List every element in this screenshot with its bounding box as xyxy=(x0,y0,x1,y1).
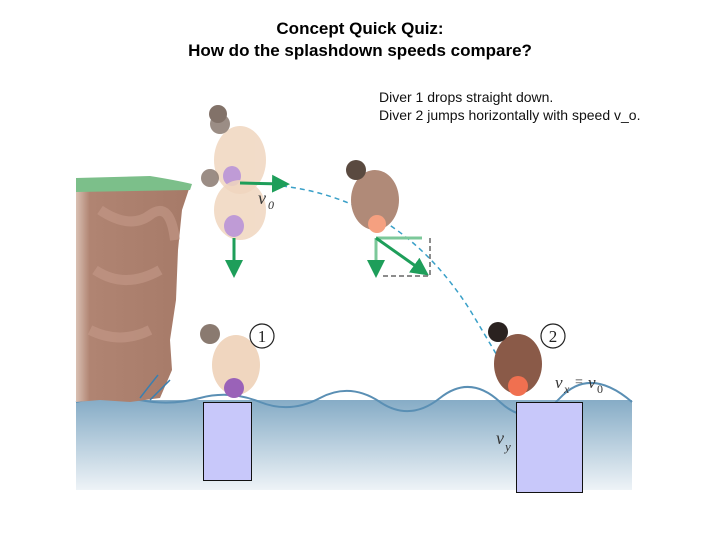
svg-text:v: v xyxy=(555,373,563,392)
number-1-badge: 1 xyxy=(249,323,275,349)
svg-text:=: = xyxy=(575,375,583,390)
description-line-1: Diver 1 drops straight down. xyxy=(379,89,554,105)
trajectory-path xyxy=(281,185,521,396)
svg-text:x: x xyxy=(563,382,570,396)
diver-2-mid xyxy=(346,160,399,233)
svg-text:y: y xyxy=(503,439,511,454)
diver-1-top xyxy=(209,105,266,194)
svg-text:2: 2 xyxy=(549,327,558,346)
velocity-arrows xyxy=(225,174,431,278)
diver-2-bottom xyxy=(488,322,542,396)
svg-text:0: 0 xyxy=(268,198,274,212)
answer-box-diver-1[interactable] xyxy=(203,402,252,481)
diver-1-bottom xyxy=(200,324,260,398)
svg-text:v: v xyxy=(588,373,596,392)
diver-1-mid xyxy=(201,169,266,240)
svg-text:0: 0 xyxy=(597,382,603,396)
description-line-2: Diver 2 jumps horizontally with speed v_… xyxy=(379,107,641,123)
vy-label: v y xyxy=(496,428,511,454)
svg-text:v: v xyxy=(496,428,504,448)
title-line-2: How do the splashdown speeds compare? xyxy=(188,41,532,60)
slide-title: Concept Quick Quiz: How do the splashdow… xyxy=(0,18,720,62)
cliff xyxy=(76,176,192,402)
title-line-1: Concept Quick Quiz: xyxy=(276,19,444,38)
answer-box-diver-2[interactable] xyxy=(516,402,583,493)
v0-label: v xyxy=(258,188,266,208)
svg-text:1: 1 xyxy=(258,327,267,346)
description: Diver 1 drops straight down. Diver 2 jum… xyxy=(379,88,640,124)
vx-equals-v0-label: v x = v 0 xyxy=(555,373,603,396)
number-2-badge: 2 xyxy=(540,323,566,349)
